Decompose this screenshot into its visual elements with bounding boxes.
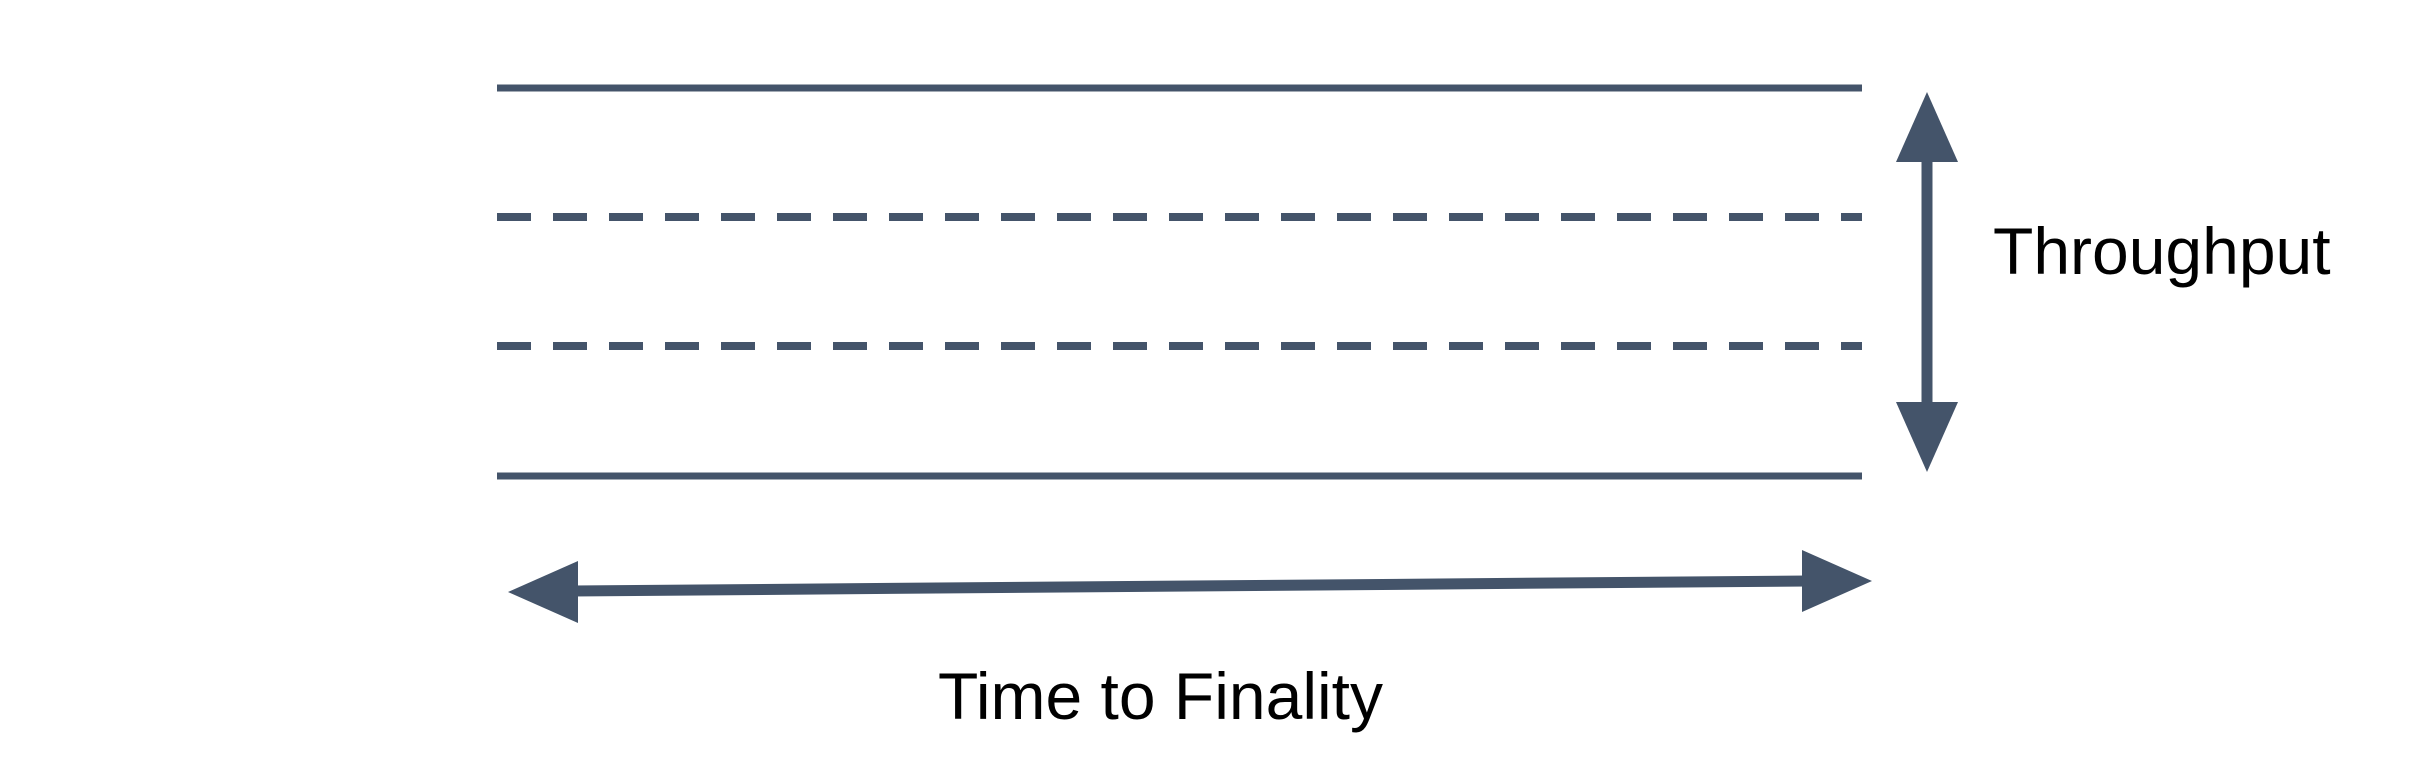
time-to-finality-arrow-head-left	[508, 561, 578, 623]
lane-group	[497, 84, 1862, 480]
throughput-label: Throughput	[1993, 214, 2331, 288]
throughput-arrow-head-down	[1896, 402, 1958, 472]
time-to-finality-arrow-shaft	[571, 575, 1809, 597]
time-to-finality-label: Time to Finality	[938, 659, 1383, 733]
time-to-finality-arrow-head-right	[1802, 550, 1872, 612]
throughput-arrow-head-up	[1896, 92, 1958, 162]
throughput-arrow	[1896, 92, 1958, 472]
time-to-finality-arrow	[508, 550, 1872, 623]
